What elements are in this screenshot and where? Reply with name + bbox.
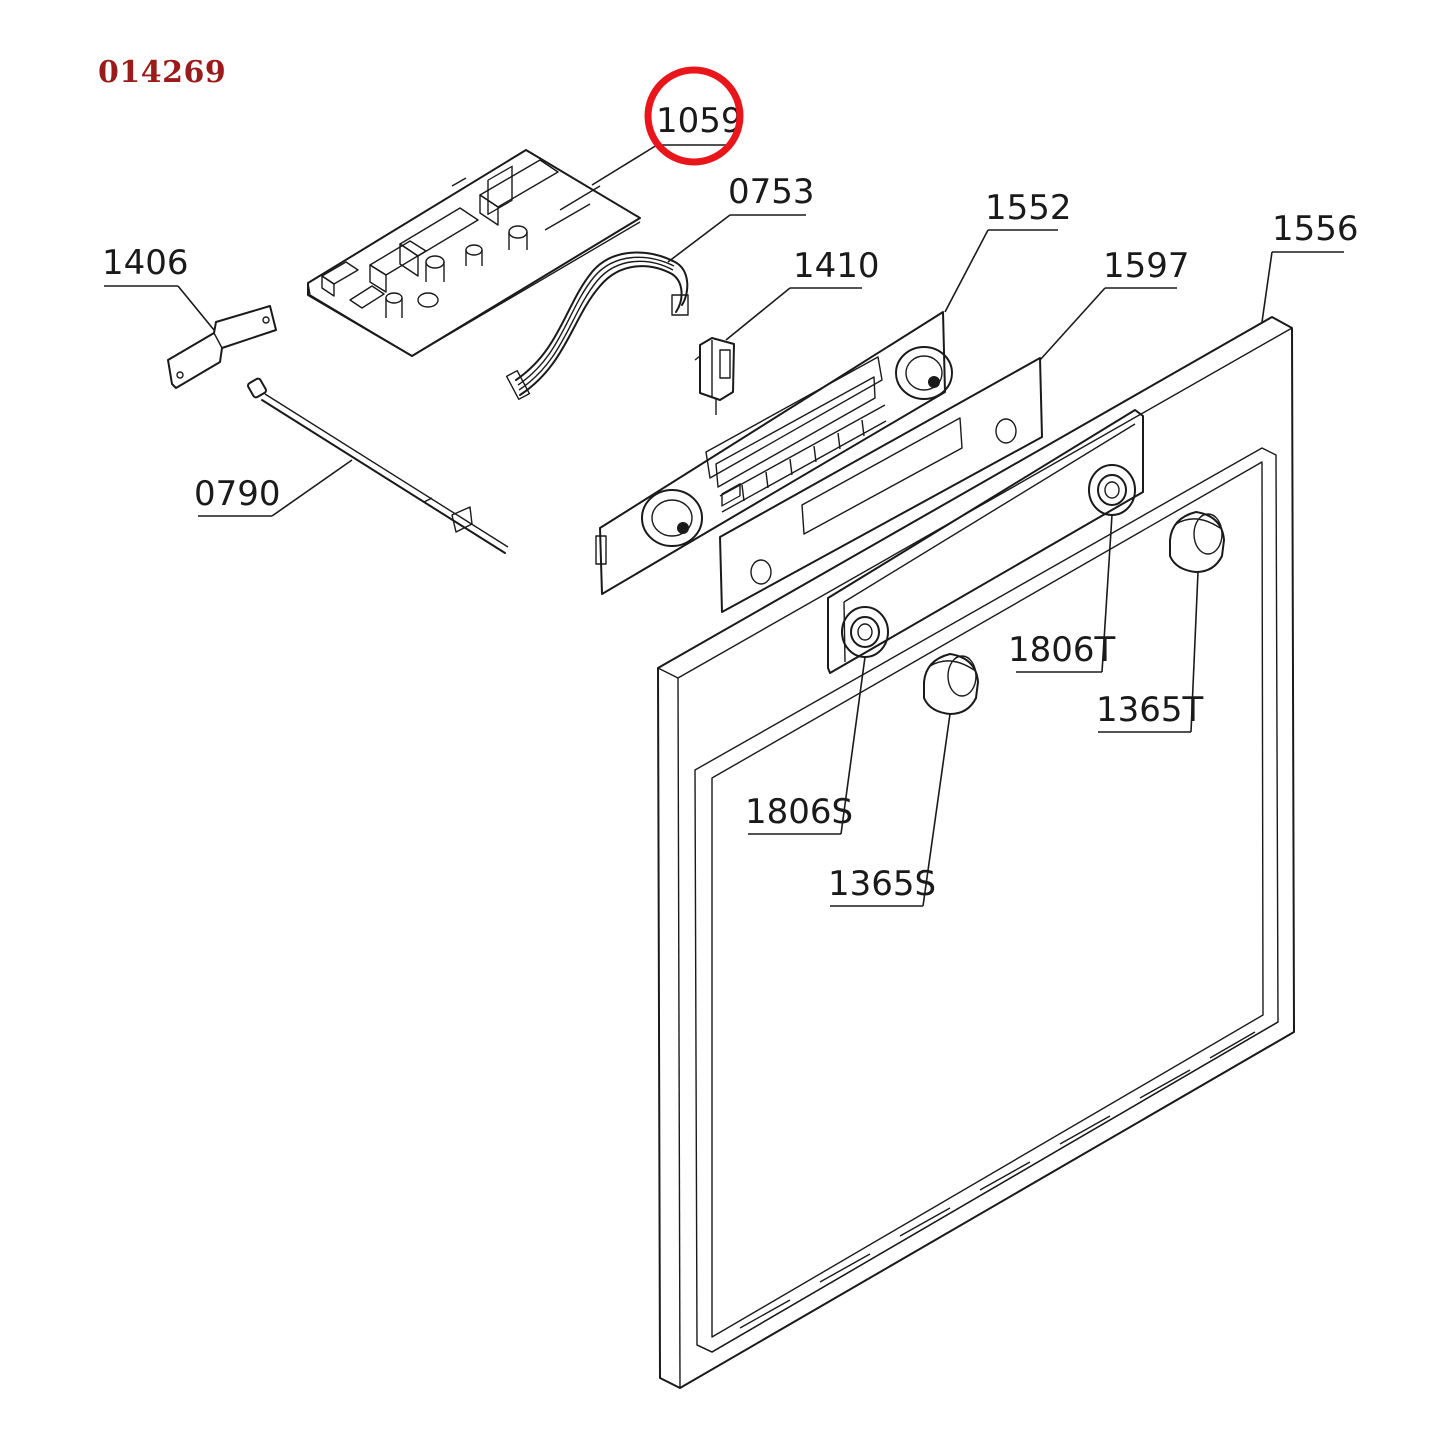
part-0790-temperature-sensor[interactable] — [247, 377, 509, 554]
diagram-id: 014269 — [98, 55, 226, 90]
svg-text:1365T: 1365T — [1096, 690, 1204, 730]
svg-text:1556: 1556 — [1272, 209, 1359, 249]
callout-1552[interactable]: 1552 — [944, 188, 1072, 313]
door-vent-slots — [739, 1031, 1256, 1329]
part-1597-decor-strip[interactable] — [719, 357, 1043, 613]
callout-1365T[interactable]: 1365T — [1096, 571, 1204, 733]
callout-1059[interactable]: 1059 — [591, 66, 744, 186]
encoder-left — [641, 489, 703, 547]
encoder-right — [895, 346, 953, 400]
part-1806S-bushing[interactable] — [841, 606, 889, 658]
pcb-components — [321, 159, 601, 318]
part-1365T-knob[interactable] — [1169, 511, 1225, 573]
callout-0753[interactable]: 0753 — [667, 172, 815, 263]
part-1552-control-board[interactable] — [595, 311, 953, 595]
callout-1365S[interactable]: 1365S — [828, 713, 951, 907]
part-1410-connector[interactable] — [694, 337, 735, 415]
svg-text:1806S: 1806S — [745, 792, 853, 832]
control-board-buttons — [719, 404, 887, 513]
svg-text:1597: 1597 — [1103, 246, 1190, 286]
svg-text:1806T: 1806T — [1008, 630, 1116, 670]
callout-0790[interactable]: 0790 — [194, 459, 353, 517]
part-0753-flat-cable[interactable] — [505, 251, 689, 400]
callout-1406[interactable]: 1406 — [102, 243, 215, 331]
part-1365S-knob[interactable] — [923, 653, 979, 715]
part-1406-bracket[interactable] — [167, 305, 277, 389]
svg-text:1410: 1410 — [793, 246, 880, 286]
part-1556-door-frame[interactable] — [657, 316, 1295, 1389]
part-1806T-bushing[interactable] — [1088, 464, 1136, 516]
callout-1597[interactable]: 1597 — [1039, 246, 1190, 361]
svg-text:0790: 0790 — [194, 474, 281, 514]
callout-1806S[interactable]: 1806S — [745, 656, 866, 835]
highlight-circle — [644, 66, 744, 166]
callout-1410[interactable]: 1410 — [725, 246, 880, 341]
svg-text:1365S: 1365S — [828, 864, 936, 904]
part-1059-main-pcb[interactable] — [307, 149, 641, 357]
callout-1806T[interactable]: 1806T — [1008, 514, 1116, 673]
svg-text:1059: 1059 — [656, 101, 743, 141]
callout-1556[interactable]: 1556 — [1261, 209, 1359, 323]
svg-text:1406: 1406 — [102, 243, 189, 283]
svg-text:0753: 0753 — [728, 172, 815, 212]
svg-text:1552: 1552 — [985, 188, 1072, 228]
